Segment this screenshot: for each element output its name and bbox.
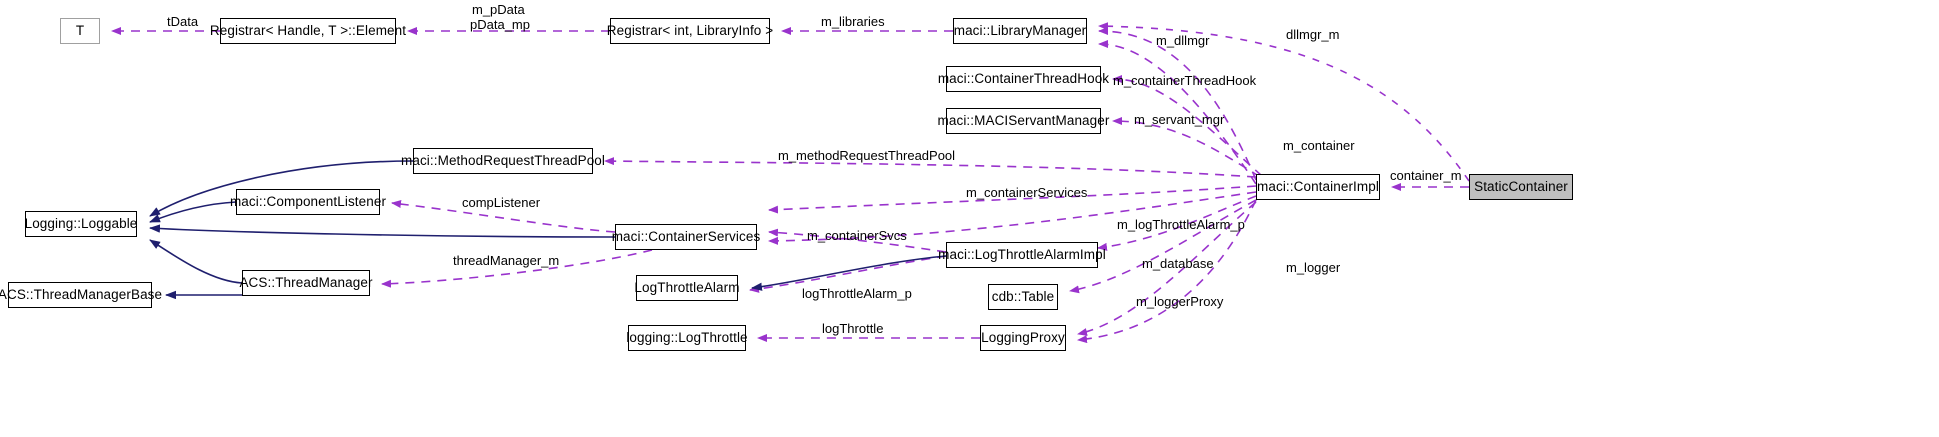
edge-inherit-complistener-loggable [149,201,237,223]
node-method-request-thread-pool[interactable]: maci::MethodRequestThreadPool [401,148,605,174]
node-logging-loggable[interactable]: Logging::Loggable [25,211,137,237]
association-edges [111,22,1470,344]
edge-label-dllmgr-m: dllmgr_m [1286,27,1340,42]
edge-label-log-throttle: logThrottle [822,321,884,336]
edge-label-log-throttle-alarm-p: logThrottleAlarm_p [802,286,912,301]
edge-m-database [1069,199,1257,294]
edge-label-m-container: m_container [1283,138,1355,153]
edge-m-containersvcs-1 [768,228,947,253]
edge-m-servant-mgr [1112,117,1261,178]
edge-m-methodrequestthreadpool [604,157,1257,178]
edge-label-tdata: tData [167,14,199,29]
edge-label-m-database: m_database [1142,256,1214,271]
edge-label-m-logger-proxy: m_loggerProxy [1136,294,1224,309]
node-t[interactable]: T [60,18,100,44]
edge-m-containersvcs-2 [768,191,1257,245]
edge-m-logger [1077,199,1257,344]
edge-m-containerthreadhook [1112,75,1263,177]
node-registrar-handle-element[interactable]: Registrar< Handle, T >::Element [210,18,406,44]
inheritance-edges [149,160,947,300]
node-log-throttle-alarm-impl[interactable]: maci::LogThrottleAlarmImpl [938,242,1106,268]
edge-m-containerservices [768,185,1257,214]
edge-m-loggerproxy [1077,201,1257,336]
edge-label-m-libraries: m_libraries [821,14,885,29]
edge-label-m-container-thread-hook: m_containerThreadHook [1113,73,1257,88]
edge-inherit-methodpool-loggable [149,160,414,217]
edge-inherit-containerservices-loggable [149,224,616,238]
edge-logthrottlealarm-p [749,255,947,293]
edge-label-m-container-services: m_containerServices [966,185,1088,200]
node-container-impl[interactable]: maci::ContainerImpl [1256,174,1380,200]
node-acs-thread-manager[interactable]: ACS::ThreadManager [239,270,372,296]
edge-label-m-method-request-thread-pool: m_methodRequestThreadPool [778,148,956,163]
node-container-thread-hook[interactable]: maci::ContainerThreadHook [938,66,1109,92]
node-acs-thread-manager-base[interactable]: ACS::ThreadManagerBase [0,282,162,308]
edge-label-thread-manager-m: threadManager_m [453,253,560,268]
edge-label-m-dllmgr: m_dllmgr [1156,33,1210,48]
edge-label-container-m: container_m [1390,168,1462,183]
edge-m-dllmgr-2 [1098,40,1257,185]
node-component-listener[interactable]: maci::ComponentListener [230,189,386,215]
node-registrar-int-libraryinfo[interactable]: Registrar< int, LibraryInfo > [607,18,773,44]
edge-inherit-logthrottlealarmimpl-alarm [751,255,947,291]
node-logging-log-throttle[interactable]: logging::LogThrottle [626,325,748,351]
edge-label-m-servant-mgr: m_servant_mgr [1134,112,1225,127]
edge-m-logthrottlealarm-p [1097,195,1257,251]
node-logging-proxy[interactable]: LoggingProxy [980,325,1066,351]
node-cdb-table[interactable]: cdb::Table [988,284,1058,310]
node-static-container[interactable]: StaticContainer [1469,174,1573,200]
edge-inherit-threadmanager-loggable [149,239,243,284]
node-container-services[interactable]: maci::ContainerServices [612,224,760,250]
edge-threadmanager-m [381,249,653,288]
edge-m-dllmgr-1 [1098,27,1257,181]
edge-label-complistener: compListener [462,195,541,210]
edge-label-m-log-throttle-alarm-p: m_logThrottleAlarm_p [1117,217,1245,232]
edge-dllmgr-m [1098,22,1470,182]
node-log-throttle-alarm[interactable]: LogThrottleAlarm [634,275,739,301]
node-maci-servant-manager[interactable]: maci::MACIServantManager [938,108,1109,134]
edge-label-m-pdata: m_pData [472,2,525,17]
edge-complistener [391,200,616,233]
edge-label-m-logger: m_logger [1286,260,1341,275]
edge-label-m-container-svcs: m_containerSvcs [807,228,907,243]
edge-label-pdata-mp: pData_mp [470,17,530,32]
node-library-manager[interactable]: maci::LibraryManager [953,18,1087,44]
